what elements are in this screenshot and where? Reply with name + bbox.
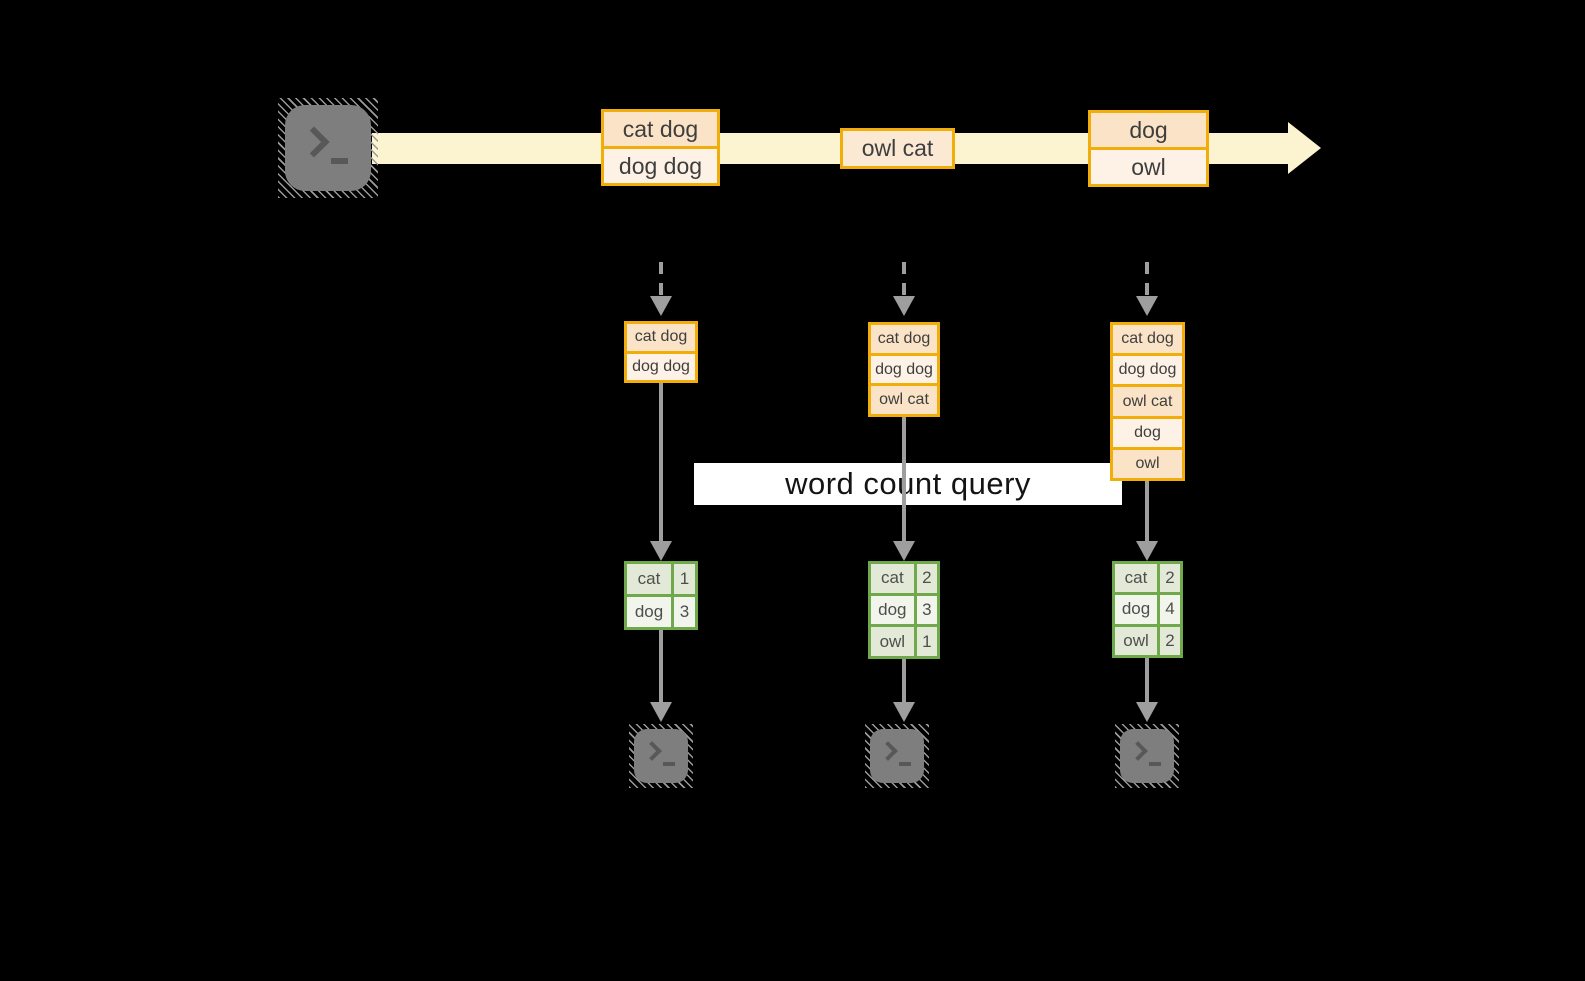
arrowhead-icon: [1136, 702, 1158, 722]
dashed-arrowhead-icon: [893, 296, 915, 316]
prompt-underscore-icon: [899, 762, 911, 766]
word-cell: owl: [1115, 626, 1157, 655]
buffer-line: owl cat: [1113, 384, 1182, 416]
dashed-arrow-line: [659, 262, 663, 296]
buffer-line: owl cat: [871, 383, 937, 415]
word-cell: dog: [627, 597, 672, 627]
count-cell: 2: [1160, 626, 1180, 655]
buffer-line: cat dog: [871, 325, 937, 353]
terminal-body: [285, 105, 371, 191]
prompt-chevron-icon: [642, 741, 662, 761]
arrowhead-icon: [650, 541, 672, 561]
dashed-arrow-line: [1145, 262, 1149, 296]
count-table-1: cat 1 dog 3: [624, 561, 698, 630]
arrow-line: [1145, 658, 1149, 702]
arrowhead-icon: [650, 702, 672, 722]
count-table-2: cat 2 dog 3 owl 1: [868, 561, 940, 659]
buffer-line: cat dog: [1113, 325, 1182, 354]
arrow-line: [659, 630, 663, 702]
buffer-stack-1: cat dog dog dog: [624, 321, 698, 383]
event-line: owl: [1091, 147, 1206, 184]
buffer-line: dog dog: [871, 352, 937, 384]
arrow-line: [1145, 481, 1149, 541]
word-cell: dog: [1115, 595, 1157, 624]
stream-event-2: owl cat: [840, 128, 955, 169]
count-cell: 2: [1160, 564, 1180, 593]
count-cell: 3: [916, 595, 937, 625]
arrowhead-icon: [893, 541, 915, 561]
event-line: cat dog: [604, 112, 717, 146]
word-cell: cat: [1115, 564, 1157, 593]
dashed-arrow-line: [902, 262, 906, 296]
count-cell: 4: [1160, 595, 1180, 624]
arrow-line: [902, 659, 906, 702]
terminal-body: [1120, 729, 1174, 783]
buffer-line: dog dog: [1113, 353, 1182, 385]
prompt-chevron-icon: [878, 741, 898, 761]
buffer-stack-2: cat dog dog dog owl cat: [868, 322, 940, 417]
source-terminal-icon: [278, 98, 378, 198]
word-cell: dog: [871, 595, 914, 625]
prompt-underscore-icon: [331, 158, 348, 164]
terminal-body: [870, 729, 924, 783]
dashed-arrowhead-icon: [650, 296, 672, 316]
buffer-line: dog dog: [627, 350, 695, 380]
sink-terminal-icon: [1115, 724, 1179, 788]
arrow-line: [902, 417, 906, 541]
buffer-line: dog: [1113, 415, 1182, 447]
prompt-underscore-icon: [663, 762, 675, 766]
word-cell: owl: [871, 627, 914, 656]
stream-event-3: dog owl: [1088, 110, 1209, 187]
prompt-chevron-icon: [1128, 741, 1148, 761]
sink-terminal-icon: [629, 724, 693, 788]
query-overlay: word count query: [694, 463, 1122, 505]
event-line: owl cat: [843, 131, 952, 166]
stream-arrowhead-icon: [1288, 122, 1321, 174]
buffer-line: cat dog: [627, 324, 695, 351]
query-label: word count query: [785, 466, 1031, 501]
arrowhead-icon: [893, 702, 915, 722]
terminal-body: [634, 729, 688, 783]
event-line: dog dog: [604, 146, 717, 183]
prompt-chevron-icon: [298, 126, 330, 158]
count-cell: 1: [674, 564, 695, 594]
buffer-line: owl: [1113, 446, 1182, 479]
word-cell: cat: [871, 564, 914, 593]
dashed-arrowhead-icon: [1136, 296, 1158, 316]
word-cell: cat: [627, 564, 672, 594]
stream-event-1: cat dog dog dog: [601, 109, 720, 186]
count-cell: 2: [916, 564, 937, 593]
sink-terminal-icon: [865, 724, 929, 788]
arrowhead-icon: [1136, 541, 1158, 561]
event-line: dog: [1091, 113, 1206, 147]
count-cell: 1: [916, 627, 937, 656]
buffer-stack-3: cat dog dog dog owl cat dog owl: [1110, 322, 1185, 481]
count-table-3: cat 2 dog 4 owl 2: [1112, 561, 1183, 658]
arrow-line: [659, 382, 663, 541]
count-cell: 3: [674, 597, 695, 627]
prompt-underscore-icon: [1149, 762, 1161, 766]
